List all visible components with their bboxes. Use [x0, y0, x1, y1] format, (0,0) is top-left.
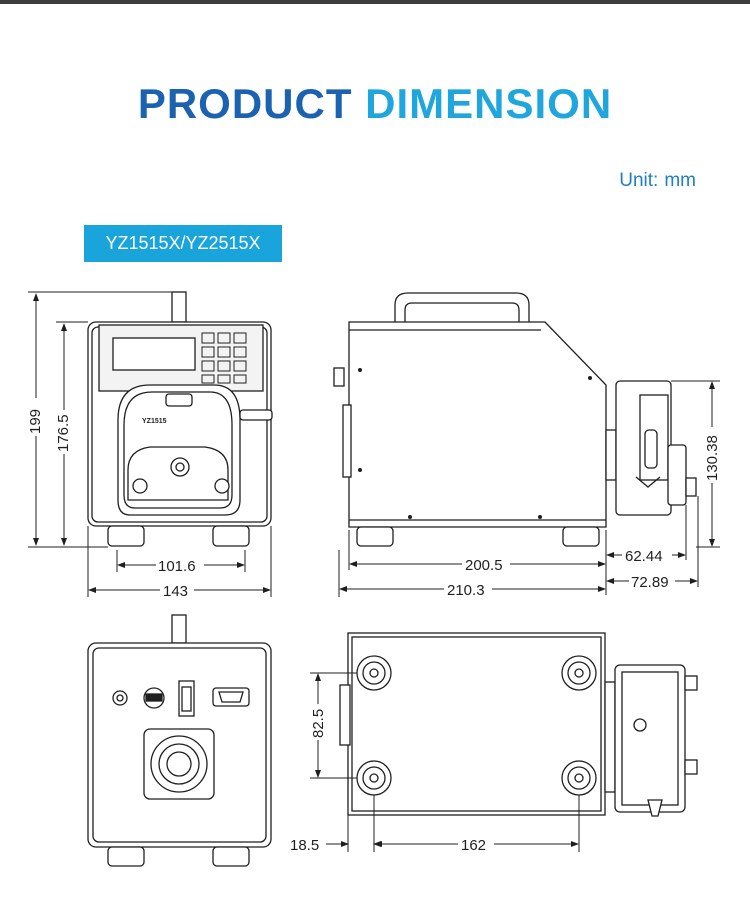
side-screws [358, 368, 592, 519]
rear-foot-left [107, 846, 145, 867]
rear-serial-port [212, 687, 250, 707]
bottom-dimension-labels: 82.5 18.5 162 [290, 704, 494, 854]
side-view [333, 292, 697, 547]
bottom-pump-mount [604, 681, 616, 793]
front-view [87, 291, 273, 547]
page-title: PRODUCT DIMENSION [0, 80, 750, 128]
lcd-screen [112, 337, 196, 371]
bottom-foot-tl [356, 655, 392, 691]
bottom-pump-knob [633, 718, 647, 732]
bottom-foot-tr [561, 655, 597, 691]
pump-head-clamp [165, 393, 193, 407]
bottom-pump-head [614, 664, 686, 813]
title-word-2: DIMENSION [365, 80, 613, 127]
pump-lever [239, 409, 273, 421]
dim-width-total: 143 [163, 583, 188, 600]
bottom-view [339, 632, 698, 817]
rear-fan-guard [150, 735, 208, 793]
rear-serial-port-inner [218, 691, 244, 703]
rear-power-switch-rocker [181, 686, 192, 712]
pump-head-mount [605, 429, 617, 481]
bottom-rear-panel [339, 684, 351, 746]
rear-view [87, 614, 272, 867]
bottom-pump-nozzle [647, 799, 663, 817]
unit-label: Unit: [619, 170, 659, 191]
rear-fan-hub [166, 751, 192, 777]
pump-head-side-window [644, 429, 658, 469]
bottom-body [347, 632, 606, 816]
dim-width-base: 101.6 [158, 558, 196, 575]
rear-fuse [112, 690, 128, 706]
bottom-pump-screw-bottom [684, 759, 698, 775]
front-dimension-labels: 199 176.5 101.6 143 [26, 398, 204, 600]
pump-head-side-screw [685, 477, 697, 497]
carry-handle [394, 292, 530, 323]
keypad [201, 332, 247, 384]
bottom-foot-br [561, 760, 597, 796]
pump-head-side-body [667, 444, 687, 506]
front-foot-left [107, 525, 145, 547]
bottom-foot-bl [356, 760, 392, 796]
carry-handle-inner [404, 302, 520, 323]
dim-head-height: 130.38 [704, 435, 721, 481]
pump-screw-left [132, 478, 148, 494]
pump-rotor-knob [170, 457, 190, 477]
dim-head-depth-outer: 72.89 [631, 574, 669, 591]
pump-head-inner [123, 391, 233, 509]
pump-head-side-cover [639, 394, 669, 481]
unit-note: Unit:mm [619, 170, 696, 192]
title-word-1: PRODUCT [137, 80, 353, 127]
top-divider [0, 0, 750, 4]
side-foot-right [562, 526, 600, 547]
rear-fuse-inner [116, 694, 124, 702]
front-foot-right [212, 525, 250, 547]
dim-foot-spacing-x: 162 [461, 837, 486, 854]
side-body [348, 321, 607, 528]
rear-power-switch [178, 680, 195, 717]
rear-foot-right [212, 846, 250, 867]
model-badge: YZ1515X/YZ2515X [84, 225, 282, 262]
pump-head-side-arrow [635, 476, 661, 488]
bottom-pump-screw-top [684, 675, 698, 691]
pump-rotor-knob-inner [175, 462, 185, 472]
side-dimension-labels: 200.5 210.3 130.38 62.44 72.89 [444, 427, 721, 599]
dim-depth-total: 210.3 [447, 582, 485, 599]
dim-height-total: 199 [27, 409, 44, 434]
rear-power-socket-pins [145, 693, 163, 702]
side-rear-panel [342, 404, 352, 478]
dim-height-body: 176.5 [55, 414, 72, 452]
front-handle-post [171, 291, 187, 323]
rear-body-inner [92, 647, 267, 843]
side-foot-left [356, 526, 394, 547]
dim-foot-spacing-y: 82.5 [310, 709, 327, 738]
bottom-body-inner [351, 636, 602, 812]
rear-handle-post [171, 614, 187, 644]
pump-head-label: YZ1515 [142, 418, 167, 425]
pump-screw-right [214, 478, 230, 494]
unit-value: mm [664, 170, 696, 191]
dim-head-depth-inner: 62.44 [625, 548, 663, 565]
dim-depth-body: 200.5 [465, 557, 503, 574]
side-rear-knob [333, 367, 345, 387]
rear-fan-guard-inner [158, 743, 200, 785]
dim-foot-offset: 18.5 [290, 837, 319, 854]
